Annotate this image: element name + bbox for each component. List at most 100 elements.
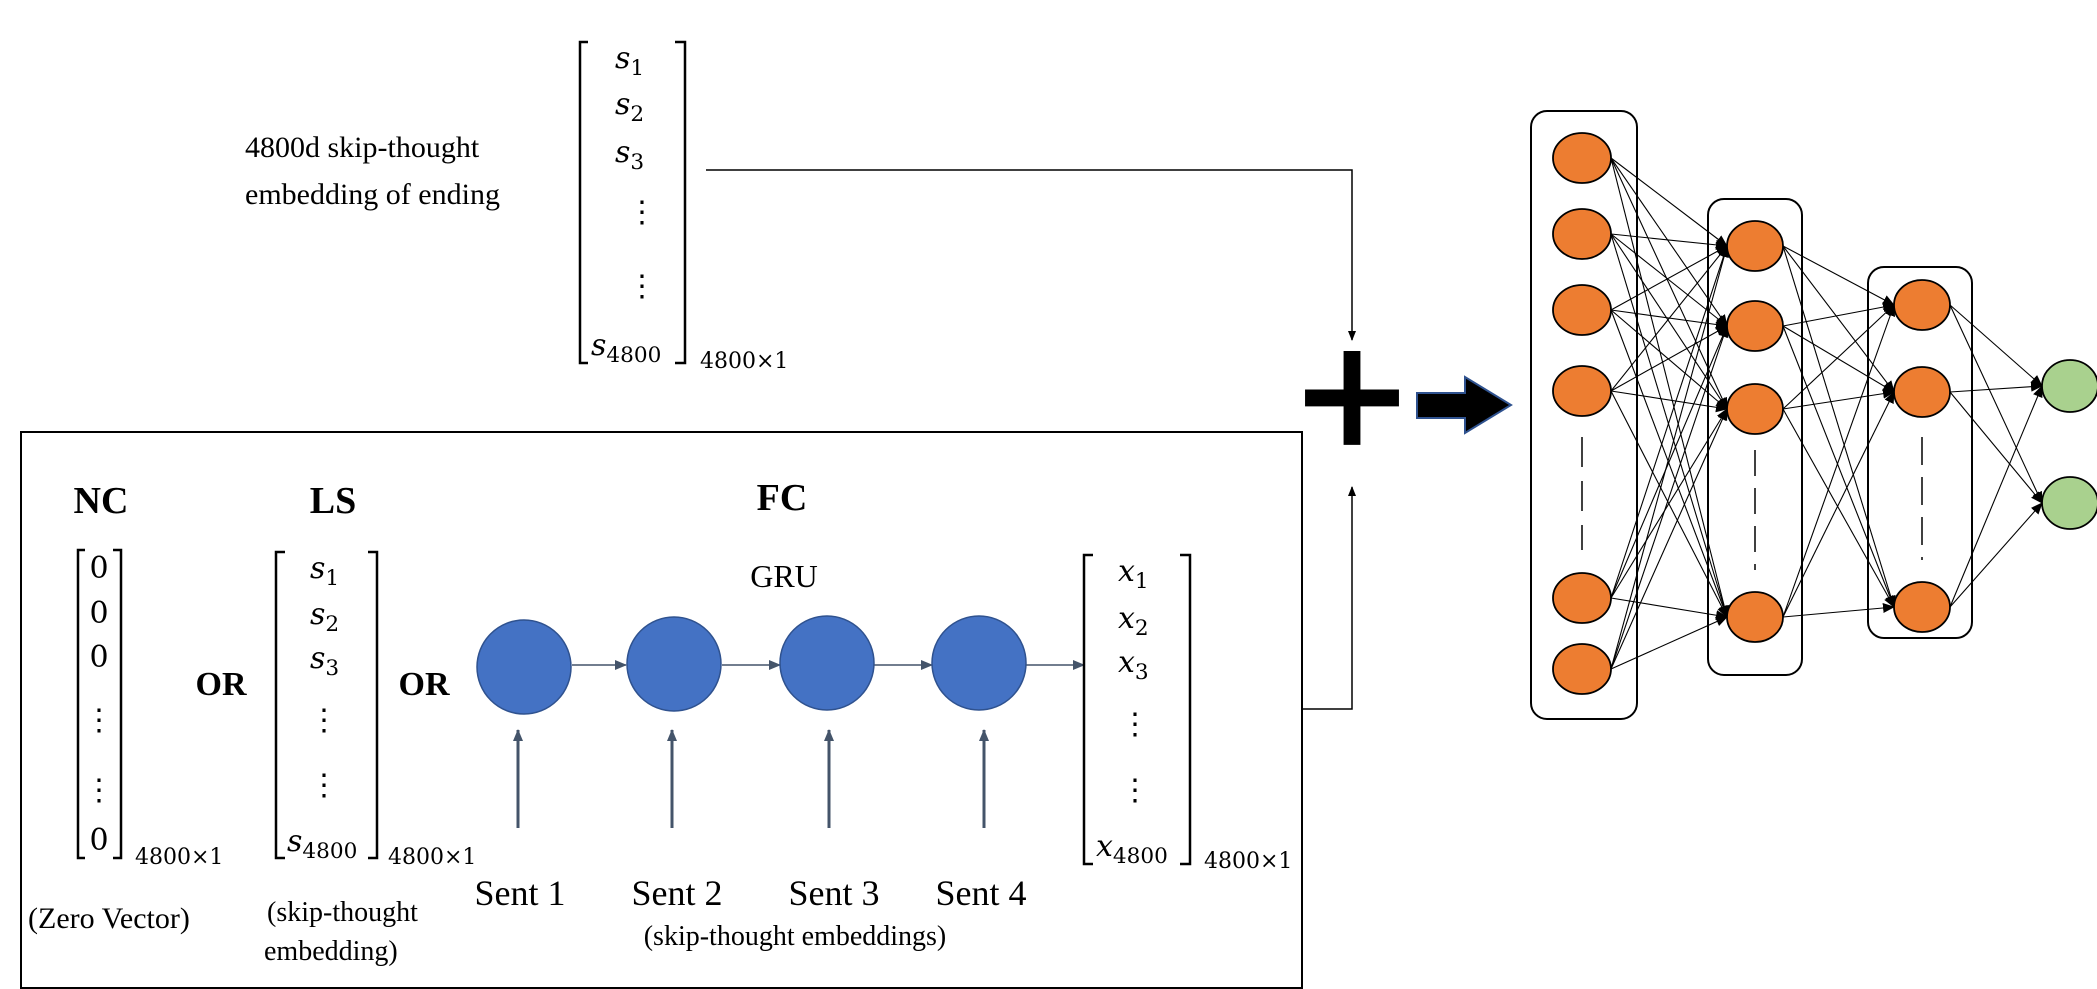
feed-forward-network: [1530, 110, 2097, 720]
or-label: OR: [399, 666, 450, 703]
vector-entry: 0: [89, 596, 108, 631]
hidden-node: [1726, 300, 1784, 352]
vdots: ⋮: [1120, 707, 1150, 742]
network-edge: [1610, 233, 1728, 250]
network-nodes: [1552, 132, 2097, 695]
right-bracket: [1180, 553, 1192, 866]
gru-cell: [931, 615, 1027, 711]
output-node: [2041, 359, 2097, 413]
network-edge: [1610, 157, 1728, 327]
sentence-input: Sent 4: [935, 873, 1026, 913]
vector-dimension: 4800×1: [1204, 849, 1292, 874]
vector-dimension: 4800×1: [388, 845, 476, 870]
concat-operator: +: [1289, 305, 1415, 481]
network-edge: [1610, 616, 1728, 670]
network-edge: [1782, 304, 1896, 618]
network-edge: [1949, 381, 2043, 393]
network-edge: [1610, 309, 1728, 410]
network-edge: [1610, 325, 1729, 670]
ending-caption-line2: embedding of ending: [245, 178, 500, 211]
layer-box: [1530, 110, 1638, 720]
vector-entry: x1: [1118, 554, 1149, 594]
hidden-node: [1552, 132, 1612, 184]
vector-entry: 0: [89, 551, 108, 586]
hidden-node: [1552, 572, 1612, 624]
vector-entry: x3: [1118, 645, 1149, 685]
ls-note-line1: (skip-thought: [267, 897, 418, 928]
left-bracket: [274, 550, 285, 860]
vdots: ⋮: [627, 269, 657, 304]
network-edge: [1782, 325, 1895, 608]
sentence-input: Sent 1: [474, 873, 565, 913]
right-bracket: [675, 40, 687, 365]
left-bracket: [1082, 553, 1093, 866]
network-edge: [1610, 245, 1729, 670]
left-bracket: [76, 548, 85, 860]
network-edge: [1610, 597, 1728, 621]
network-edge: [1782, 245, 1896, 608]
vector-entry: s1: [615, 41, 644, 81]
hidden-node: [1893, 581, 1951, 633]
network-edge: [1610, 408, 1728, 670]
vdots: ⋮: [84, 773, 114, 808]
network-edge: [1949, 391, 2043, 504]
vector-dimension: 4800×1: [135, 845, 223, 870]
connector-line: [1302, 486, 1356, 710]
network-edge: [1610, 325, 1728, 392]
network-edge: [1610, 408, 1728, 599]
network-edge: [1610, 309, 1728, 618]
network-edge: [1949, 385, 2043, 608]
network-edge: [1610, 233, 1729, 618]
vector-entry: s1: [310, 551, 339, 591]
nc-heading: NC: [74, 480, 129, 522]
vector-entry: s3: [310, 641, 339, 681]
network-edge: [1782, 245, 1895, 393]
network-edge: [1782, 245, 1895, 306]
network-edge: [1610, 157, 1728, 247]
layer-box: [1867, 266, 1973, 639]
gru-label: GRU: [750, 558, 818, 594]
vector-entry-last: x4800: [1096, 829, 1168, 869]
hidden-node: [1893, 366, 1951, 418]
network-edge: [1782, 388, 1895, 410]
ls-note-line2: embedding): [264, 936, 398, 967]
left-bracket: [578, 40, 588, 365]
network-edge: [1949, 304, 2043, 504]
vector-dimension: 4800×1: [700, 349, 788, 374]
vector-entry: 0: [89, 640, 108, 675]
network-edge: [1610, 233, 1728, 410]
ls-heading: LS: [310, 480, 356, 522]
hidden-node: [1893, 279, 1951, 331]
hidden-node: [1552, 208, 1612, 260]
network-edge: [1610, 390, 1728, 413]
network-edge: [1949, 502, 2043, 608]
nc-note: (Zero Vector): [28, 902, 190, 935]
network-edge: [1782, 391, 1895, 618]
network-edge: [1610, 245, 1728, 311]
network-edge: [1610, 245, 1729, 599]
hidden-node: [1552, 643, 1612, 695]
ending-embedding: 4800d skip-thought embedding of ending s…: [245, 40, 1356, 374]
gru-cell: [476, 619, 572, 715]
network-edge: [1610, 233, 1728, 327]
fc-heading: FC: [757, 477, 808, 519]
layer-box: [1707, 198, 1803, 676]
vdots: ⋮: [1120, 773, 1150, 808]
hidden-node: [1726, 383, 1784, 435]
context-panel: NC 0 0 0 ⋮ ⋮ 0 4800×1 (Zero Vector) OR L…: [20, 431, 1303, 989]
vector-entry: x2: [1118, 601, 1149, 641]
right-bracket: [368, 550, 379, 860]
panel-frame: [20, 431, 1303, 989]
inputs-note: (skip-thought embeddings): [644, 921, 947, 952]
network-edge: [1610, 157, 1728, 410]
hidden-node: [1552, 284, 1612, 336]
vdots: ⋮: [627, 195, 657, 230]
vector-entry-last: s4800: [287, 824, 357, 864]
connector-line: [706, 169, 1356, 341]
vector-entry: s3: [615, 135, 644, 175]
output-node: [2041, 476, 2097, 530]
hidden-node: [1726, 591, 1784, 643]
vector-entry: s2: [310, 597, 339, 637]
network-edge: [1610, 245, 1728, 392]
